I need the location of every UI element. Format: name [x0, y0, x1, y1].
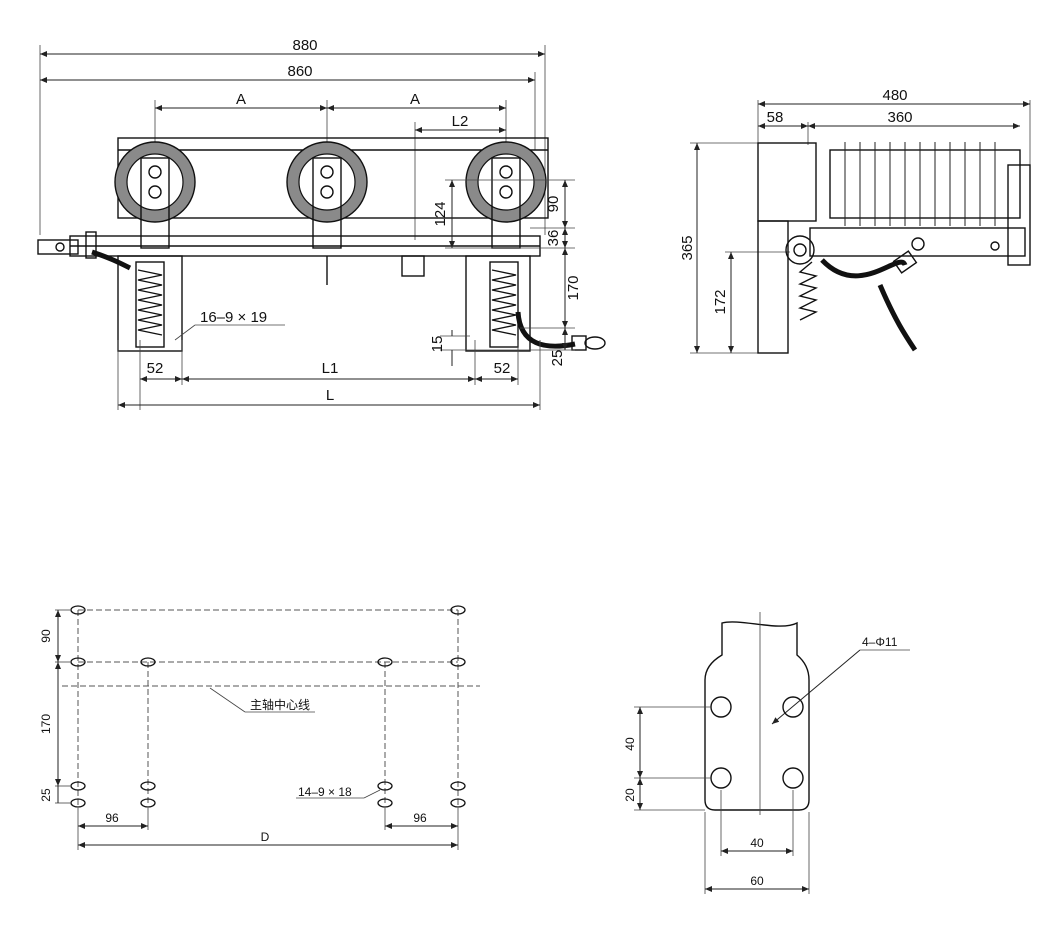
spring-post-left [117, 255, 183, 352]
plan-dim-d-label: D [261, 830, 270, 844]
plan-slot-note-label: 14–9 × 18 [298, 785, 352, 799]
dim-860-label: 860 [287, 63, 312, 80]
dim-l2-label: L2 [452, 113, 469, 130]
side-view: 480 58 360 365 172 [679, 87, 1031, 354]
dim-90-label: 90 [545, 196, 562, 213]
dim-52-left-label: 52 [147, 360, 164, 377]
dim-l1-label: L1 [322, 360, 339, 377]
dim-360-label: 360 [887, 109, 912, 126]
dim-a-right-label: A [410, 91, 420, 108]
dim-52-right-label: 52 [494, 360, 511, 377]
dim-170-label: 170 [565, 275, 582, 300]
insulator-left [114, 141, 196, 249]
insulator-center [286, 141, 368, 285]
dim-124-label: 124 [432, 201, 449, 226]
terminal-detail: 4–Φ11 40 20 40 60 [623, 612, 910, 894]
dim-a-left-label: A [236, 91, 246, 108]
detail-dim-40-h-label: 40 [750, 836, 764, 850]
plan-dim-96-left-label: 96 [105, 811, 119, 825]
dim-25-label: 25 [549, 350, 566, 367]
dim-36-label: 36 [545, 230, 562, 247]
dim-15-label: 15 [429, 336, 446, 353]
plan-dim-96-right-label: 96 [413, 811, 427, 825]
dim-365-label: 365 [679, 235, 696, 260]
mounting-plan: 90 170 25 96 96 D 主轴中心线 14–9 × 18 [39, 605, 480, 850]
slot-note-label: 16–9 × 19 [200, 309, 267, 326]
detail-dim-60-h-label: 60 [750, 874, 764, 888]
dim-480-label: 480 [882, 87, 907, 104]
main-axis-centerline-label: 主轴中心线 [250, 697, 310, 712]
hole-note-label: 4–Φ11 [862, 635, 898, 649]
dim-l-label: L [326, 387, 334, 404]
dim-58-label: 58 [767, 109, 784, 126]
dim-172-label: 172 [712, 289, 729, 314]
plan-dim-25-label: 25 [39, 788, 53, 802]
plan-dim-170-label: 170 [39, 714, 53, 734]
plan-dim-90-label: 90 [39, 629, 53, 643]
detail-dim-40-v-label: 40 [623, 737, 637, 751]
front-view: 880 860 A A L2 124 90 36 170 15 25 16–9 … [37, 37, 606, 410]
insulator-right [465, 141, 547, 249]
detail-dim-20-v-label: 20 [623, 788, 637, 802]
spring-post-right [465, 255, 531, 352]
dim-880-label: 880 [292, 37, 317, 54]
